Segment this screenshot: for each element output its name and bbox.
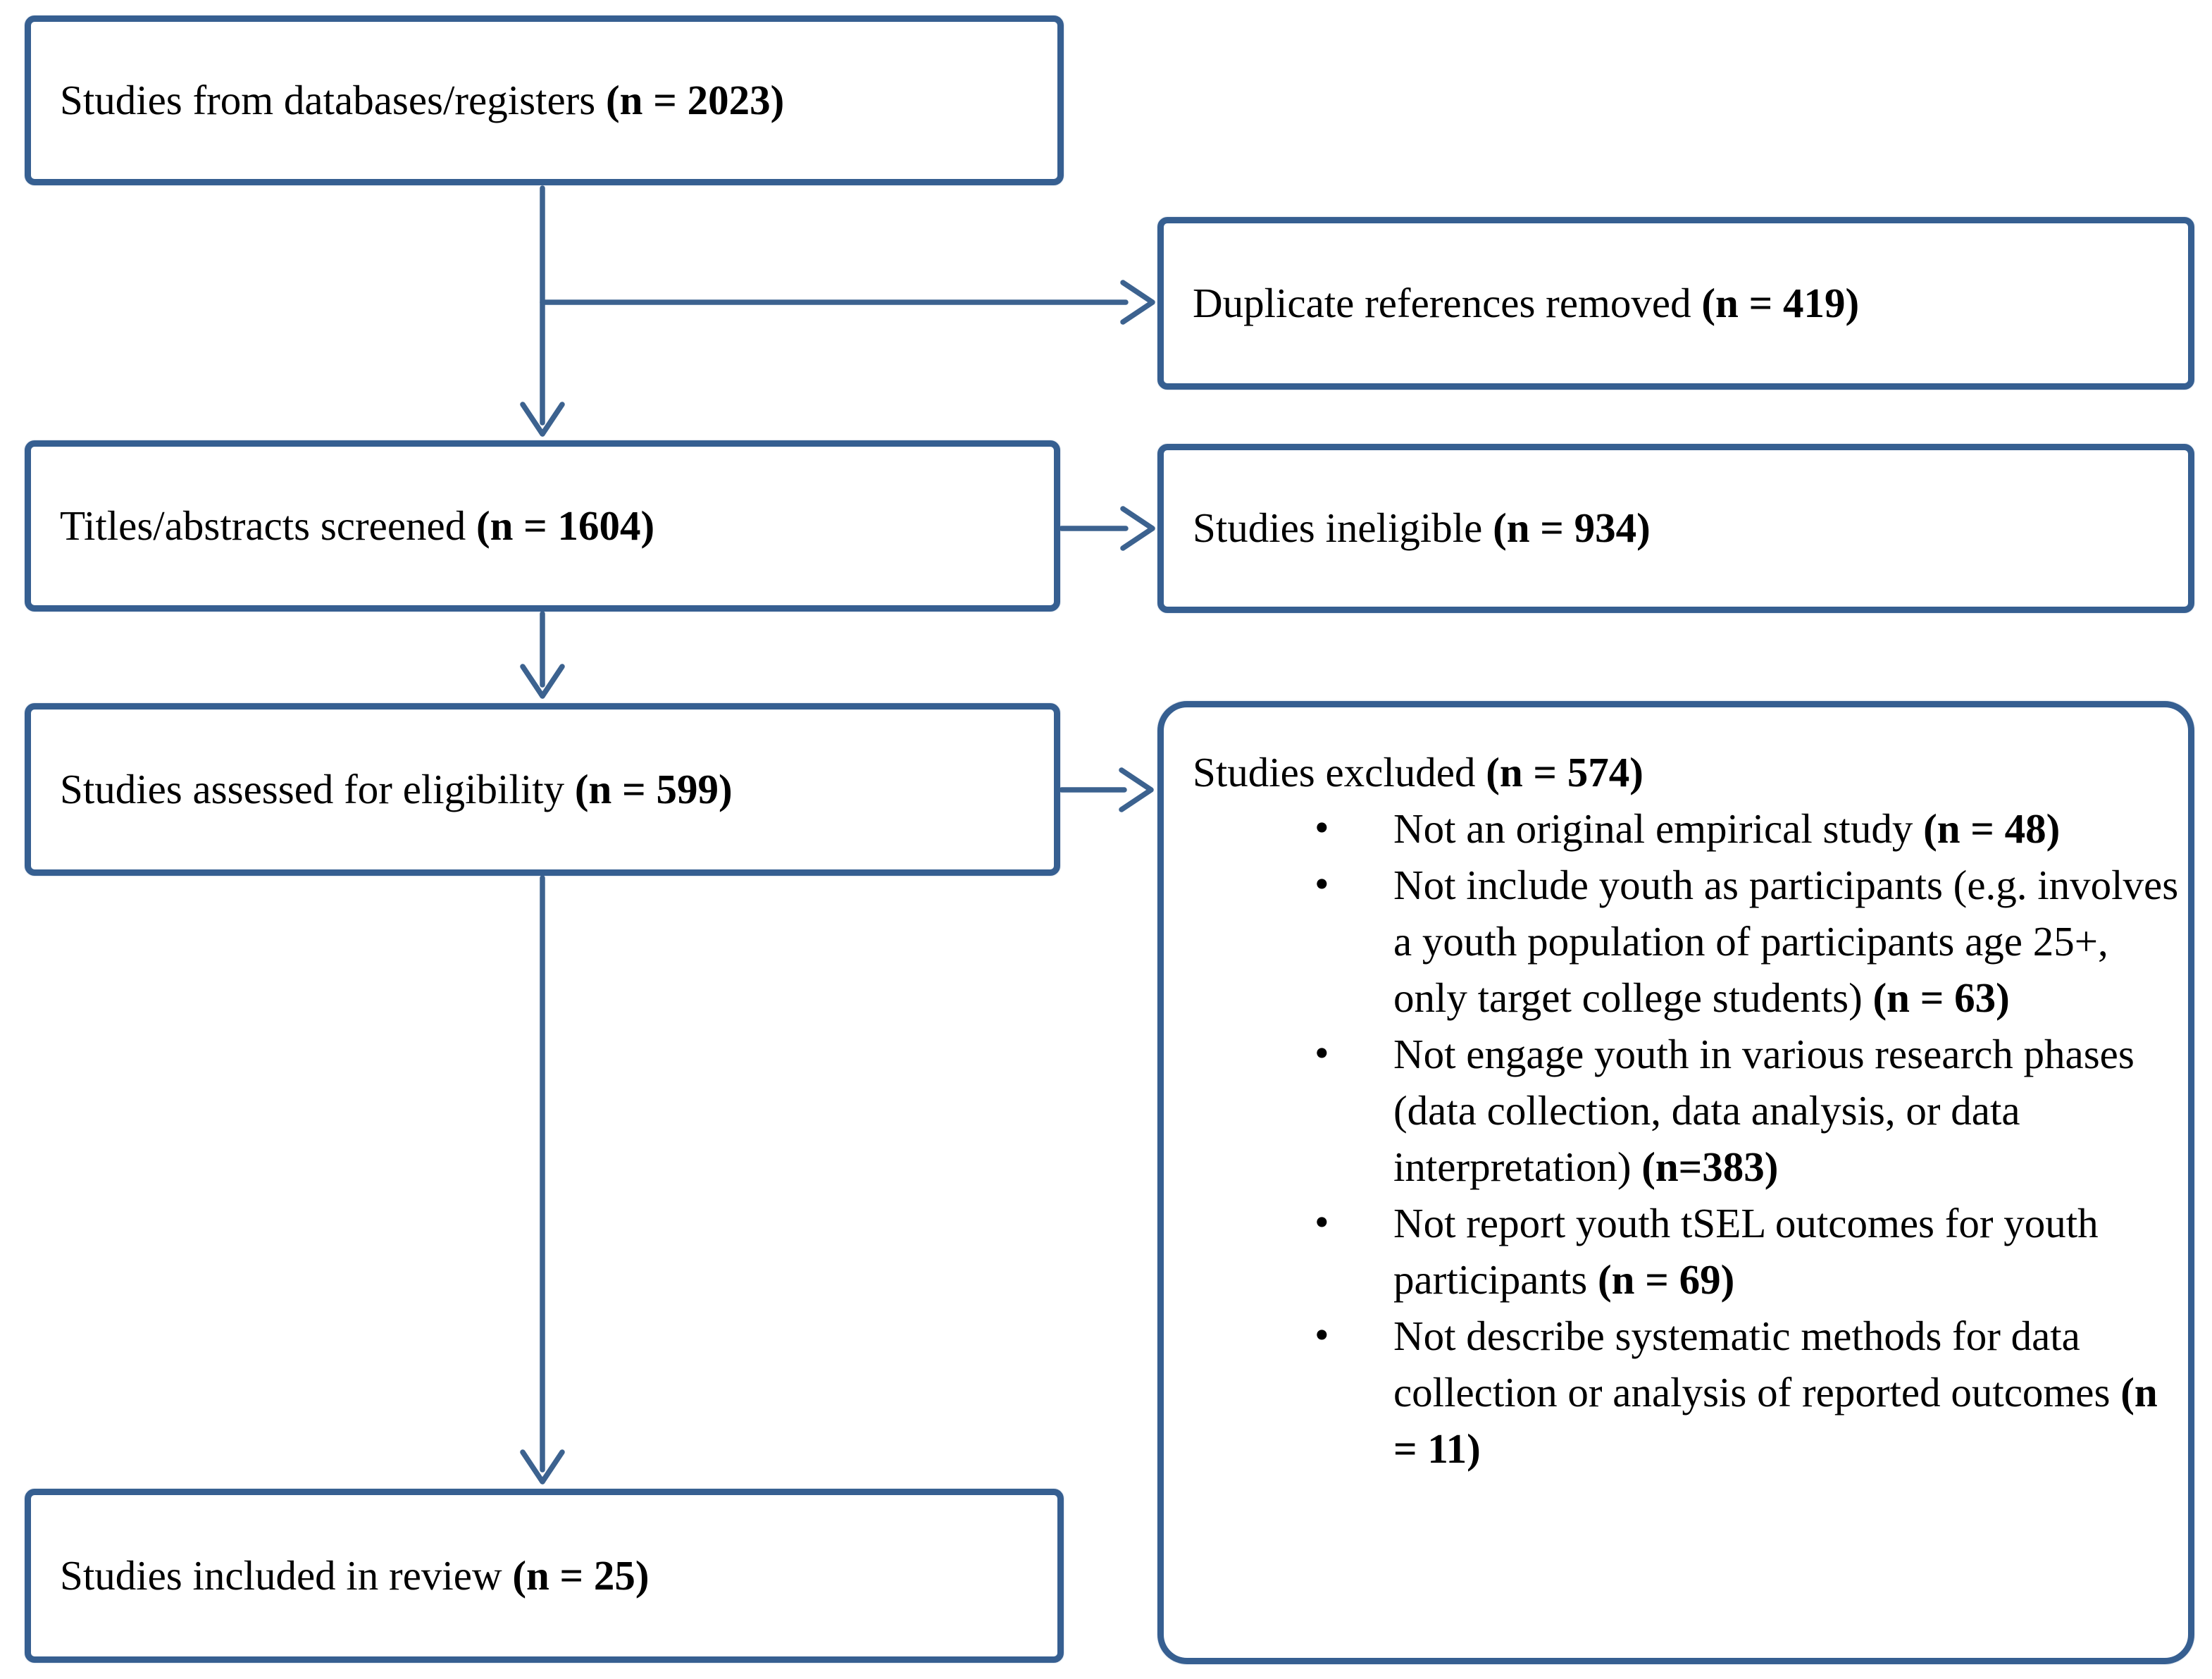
- reason-count: (n = 63): [1872, 974, 2010, 1021]
- arrow-screened-to-ineligible: [1059, 506, 1155, 551]
- reason-text: Not report youth tSEL outcomes for youth…: [1393, 1200, 2099, 1303]
- box-label: Studies ineligible (n = 934): [1193, 502, 1651, 554]
- label-text: Titles/abstracts screened: [60, 502, 476, 549]
- reason-count: (n=383): [1641, 1144, 1779, 1190]
- label-count: (n = 934): [1493, 504, 1651, 552]
- excluded-title: Studies excluded (n = 574): [1193, 744, 2188, 800]
- reason-text: Not an original empirical study: [1393, 805, 1924, 852]
- arrow-branch-to-duplicates: [540, 280, 1155, 325]
- arrow-head-right-icon: [1119, 767, 1154, 812]
- bullet-icon: •: [1315, 1311, 1329, 1358]
- bullet-icon: •: [1315, 1198, 1329, 1245]
- arrow-screened-to-assessed: [520, 611, 565, 699]
- box-titles-abstracts-screened: Titles/abstracts screened (n = 1604): [25, 440, 1060, 612]
- box-studies-assessed: Studies assessed for eligibility (n = 59…: [25, 703, 1060, 876]
- box-label: Studies included in review (n = 25): [60, 1550, 650, 1602]
- arrow-head-right-icon: [1120, 506, 1155, 551]
- reason-text: Not include youth as participants (e.g. …: [1393, 862, 2179, 1021]
- reason-count: (n = 69): [1598, 1256, 1735, 1303]
- label-text: Studies excluded: [1193, 749, 1486, 795]
- label-count: (n = 419): [1701, 279, 1860, 326]
- box-studies-included: Studies included in review (n = 25): [25, 1489, 1064, 1663]
- reason-text: Not engage youth in various research pha…: [1393, 1031, 2135, 1190]
- exclusion-reason-list: • Not an original empirical study (n = 48…: [1312, 800, 2188, 1477]
- arrow-head-down-icon: [520, 1449, 565, 1485]
- arrow-head-down-icon: [520, 402, 565, 437]
- box-label: Studies assessed for eligibility (n = 59…: [60, 764, 733, 816]
- box-studies-ineligible: Studies ineligible (n = 934): [1157, 444, 2194, 613]
- bullet-icon: •: [1315, 1029, 1329, 1076]
- reason-count: (n = 48): [1923, 805, 2061, 852]
- label-count: (n = 25): [512, 1551, 650, 1599]
- list-item: • Not engage youth in various research ph…: [1312, 1026, 2182, 1195]
- box-label: Studies from databases/registers (n = 20…: [60, 75, 784, 127]
- reason-count: (n = 11): [1393, 1369, 2158, 1472]
- bullet-icon: •: [1315, 804, 1329, 850]
- box-duplicates-removed: Duplicate references removed (n = 419): [1157, 217, 2194, 390]
- box-label: Titles/abstracts screened (n = 1604): [60, 500, 654, 552]
- list-item: • Not include youth as participants (e.g.…: [1312, 857, 2182, 1026]
- label-text: Duplicate references removed: [1193, 279, 1702, 326]
- arrow-databases-to-screened: [520, 185, 565, 437]
- bullet-icon: •: [1315, 860, 1329, 907]
- box-studies-from-databases: Studies from databases/registers (n = 20…: [25, 16, 1064, 185]
- arrow-head-down-icon: [520, 664, 565, 699]
- label-count: (n = 574): [1486, 749, 1644, 795]
- arrow-assessed-to-included: [520, 875, 565, 1485]
- list-item: • Not describe systematic methods for dat…: [1312, 1308, 2182, 1477]
- box-studies-excluded: Studies excluded (n = 574) • Not an origi…: [1157, 701, 2194, 1664]
- label-text: Studies included in review: [60, 1551, 513, 1599]
- box-label: Duplicate references removed (n = 419): [1193, 278, 1859, 330]
- label-count: (n = 1604): [476, 502, 655, 549]
- list-item: • Not report youth tSEL outcomes for yout…: [1312, 1195, 2182, 1308]
- arrow-head-right-icon: [1120, 280, 1155, 325]
- label-text: Studies ineligible: [1193, 504, 1493, 552]
- arrow-assessed-to-excluded: [1059, 767, 1154, 812]
- label-count: (n = 599): [574, 765, 733, 812]
- label-text: Studies from databases/registers: [60, 76, 607, 123]
- label-text: Studies assessed for eligibility: [60, 765, 575, 812]
- label-count: (n = 2023): [606, 76, 785, 123]
- reason-text: Not describe systematic methods for data…: [1393, 1313, 2121, 1415]
- list-item: • Not an original empirical study (n = 48…: [1312, 800, 2182, 857]
